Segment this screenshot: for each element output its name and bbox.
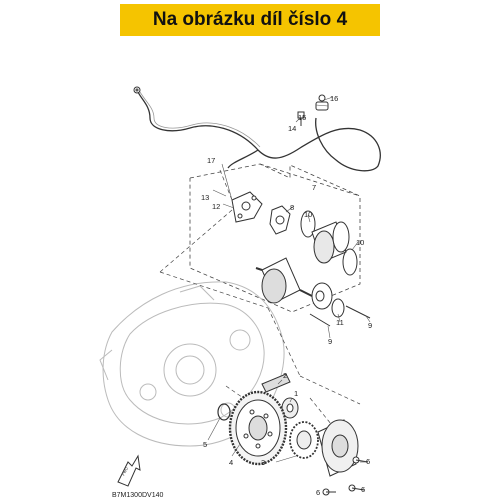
title-banner: Na obrázku díl číslo 4 [120, 4, 380, 36]
part-label-9b: 9 [328, 337, 332, 346]
part-label-1: 1 [294, 389, 298, 398]
part-label-16: 16 [330, 94, 338, 103]
starter-wheel-gear [228, 390, 288, 466]
part-label-11: 11 [336, 318, 344, 327]
part-label-9a: 9 [368, 321, 372, 330]
part-label-15: 15 [298, 113, 306, 122]
flywheel-rotor [317, 419, 359, 477]
part-label-10b: 10 [356, 238, 364, 247]
part-label-13: 13 [201, 193, 209, 202]
clutch-bolts [322, 456, 369, 496]
part-label-6a: 6 [366, 457, 370, 466]
front-arrow-icon: FWD [117, 454, 141, 487]
seal [331, 298, 345, 318]
front-arrow-label: FWD [120, 466, 129, 476]
front-cover [311, 282, 333, 310]
washer [217, 403, 231, 421]
armature [255, 257, 313, 304]
part-label-10a: 10 [304, 210, 312, 219]
cable-clamp [297, 94, 329, 126]
part-label-2: 2 [283, 371, 287, 380]
part-label-5: 5 [203, 440, 207, 449]
part-label-8: 8 [290, 203, 294, 212]
part-label-14: 14 [288, 124, 296, 133]
starter-clutch [289, 421, 319, 459]
cable-terminal [133, 86, 141, 94]
part-label-6b: 6 [316, 488, 320, 497]
part-label-17: 17 [207, 156, 215, 165]
title-text: Na obrázku díl číslo 4 [152, 9, 348, 30]
diagram-code: B7M1300DV140 [112, 492, 163, 499]
starter-bracket [231, 191, 263, 223]
starter-cable [137, 91, 381, 172]
starter-yoke [311, 221, 350, 264]
part-label-7: 7 [312, 183, 316, 192]
o-ring-upper [300, 210, 316, 238]
part-label-12: 12 [212, 202, 220, 211]
idle-gear [281, 397, 299, 419]
part-label-6c: 6 [361, 485, 365, 494]
brush-holder [269, 205, 291, 235]
o-ring-lower [342, 248, 358, 276]
leader-lines [207, 96, 371, 463]
idle-shaft [261, 373, 291, 393]
part-label-4: 4 [229, 458, 233, 467]
starter-assembly-box [189, 163, 361, 313]
part-label-3: 3 [261, 458, 265, 467]
